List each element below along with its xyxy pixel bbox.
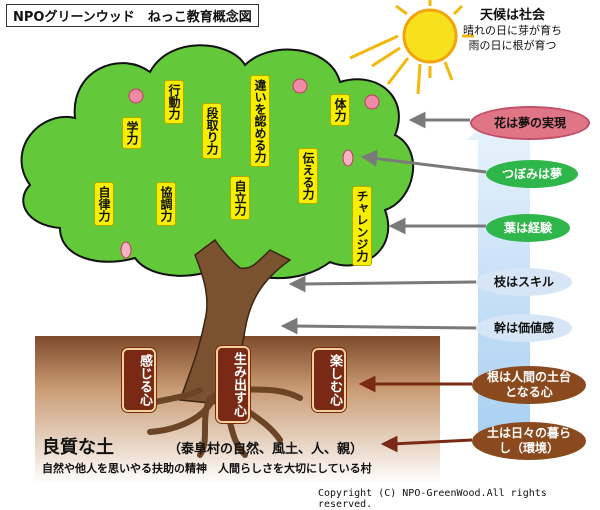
weather-note: 天候は社会 晴れの日に芽が育ち 雨の日に根が育つ (463, 8, 562, 53)
label-eda: 枝はスキル (476, 268, 572, 296)
tag-jiritsu: 自律力 (94, 182, 114, 226)
tag-challenge: チャレンジ力 (352, 186, 372, 266)
weather-title: 天候は社会 (479, 8, 545, 23)
heart-tanoshimu: 楽しむ心 (312, 348, 346, 412)
label-tsuchi: 土は日々の暮らし（環境） (472, 422, 586, 460)
tag-kyouchou: 協調力 (156, 182, 176, 226)
label-hana: 花は夢の実現 (470, 106, 590, 140)
heart-kanjiru: 感じる心 (122, 348, 156, 412)
sun-icon (349, 0, 474, 95)
tag-koudou: 行動力 (164, 80, 184, 124)
bud-icon (120, 149, 354, 259)
tree-trunk (178, 238, 292, 406)
tag-gakuryoku: 学力 (122, 117, 142, 149)
soil-title: 良質な土 (42, 437, 114, 458)
tag-chigai: 違いを認める力 (250, 75, 270, 167)
flower-icon (128, 78, 380, 110)
label-ne: 根は人間の土台となる心 (472, 366, 586, 404)
heart-umidasu: 生み出す心 (216, 346, 250, 423)
label-miki: 幹は価値感 (476, 314, 572, 342)
pointer-arrows (280, 111, 487, 335)
copyright-notice: Copyright (C) NPO-GreenWood.All rights r… (318, 488, 547, 510)
tag-dandori: 段取り力 (202, 103, 222, 159)
weather-line-2: 雨の日に根が育つ (468, 39, 557, 52)
label-ha: 葉は経験 (486, 214, 570, 242)
tag-tsutaeru: 伝える力 (298, 148, 318, 204)
root-arrows (358, 375, 473, 453)
soil-subtitle: （泰阜村の自然、風土、人、親） (168, 442, 364, 457)
diagram-title: NPOグリーンウッド ねっこ教育概念図 (6, 4, 259, 27)
tree-foliage (20, 44, 414, 280)
label-tsubomi: つぼみは夢 (486, 160, 578, 188)
tag-tairyoku: 体力 (330, 94, 350, 126)
tag-jiritsu2: 自立力 (230, 176, 250, 220)
soil-description: 自然や他人を思いやる扶助の精神 人間らしさを大切にしている村 (42, 462, 372, 475)
weather-line-1: 晴れの日に芽が育ち (463, 24, 562, 37)
